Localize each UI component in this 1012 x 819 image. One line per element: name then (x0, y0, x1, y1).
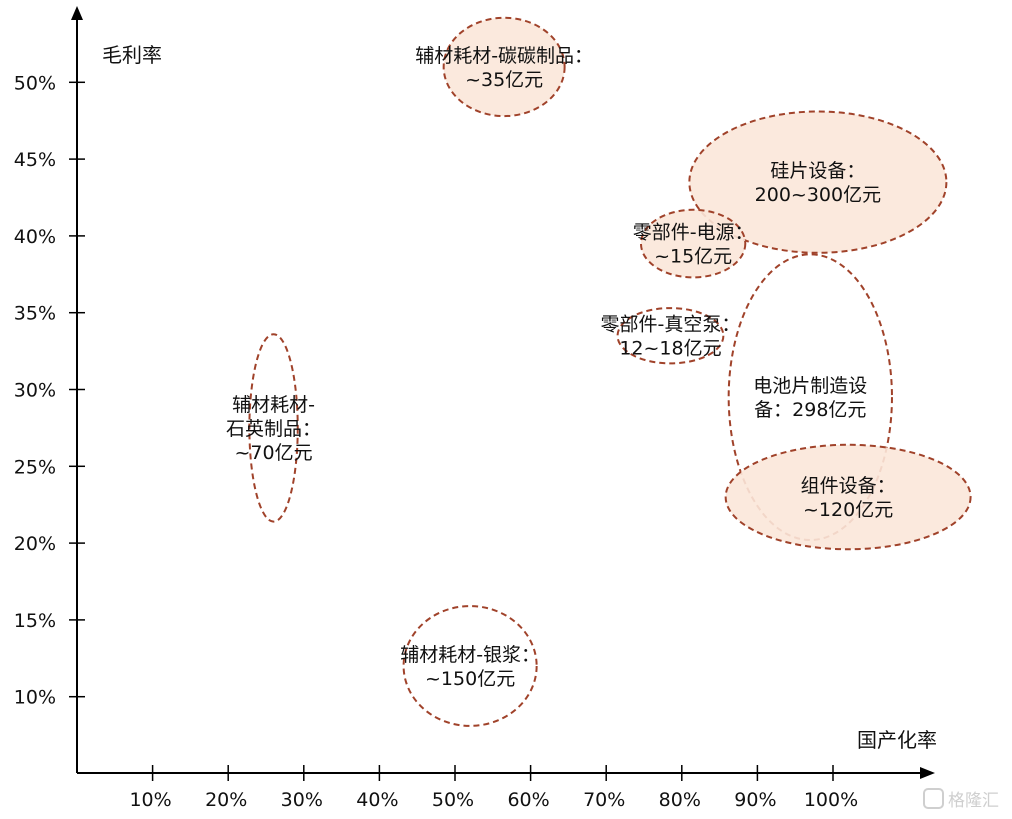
bubble-label-1: 辅材耗材-碳碳制品： (415, 45, 593, 67)
x-axis-arrow-icon (920, 767, 935, 779)
bubble-label-6: 组件设备： (801, 475, 896, 497)
y-tick-label: 10% (14, 687, 56, 709)
bubble-label-7: 辅材耗材- (232, 394, 315, 416)
bubble-4 (616, 307, 725, 365)
bubble-7 (248, 333, 299, 523)
watermark-text: 格隆汇 (948, 791, 999, 811)
x-tick-label: 100% (804, 789, 858, 811)
y-tick-label: 40% (14, 226, 56, 248)
bubble-label-7: ~70亿元 (235, 442, 313, 464)
bubble-label-3: ~15亿元 (654, 246, 732, 268)
bubble-6 (724, 443, 972, 551)
x-tick-label: 90% (734, 789, 776, 811)
bubbles (248, 16, 972, 727)
bubble-label-5: 备：298亿元 (754, 399, 866, 421)
y-tick-label: 15% (14, 610, 56, 632)
bubble-label-3: 零部件-电源： (633, 222, 754, 244)
y-axis-arrow-icon (71, 6, 83, 20)
watermark-logo-icon (923, 788, 944, 809)
y-axis-title: 毛利率 (102, 43, 162, 67)
x-tick-label: 10% (129, 789, 171, 811)
bubble-label-5: 电池片制造设 (753, 375, 867, 397)
bubble-labels: 辅材耗材-碳碳制品：~35亿元硅片设备：200~300亿元零部件-电源：~15亿… (226, 45, 896, 690)
watermark: 格隆汇 (923, 788, 999, 811)
x-tick-label: 50% (432, 789, 474, 811)
x-tick-label: 30% (281, 789, 323, 811)
y-tick-label: 30% (14, 380, 56, 402)
bubble-label-1: ~35亿元 (465, 69, 543, 91)
x-axis-title: 国产化率 (857, 728, 937, 752)
bubble-label-2: 硅片设备： (770, 160, 865, 182)
bubble-3 (639, 208, 747, 279)
y-tick-label: 20% (14, 533, 56, 555)
bubble-label-7: 石英制品： (226, 418, 321, 440)
bubble-8 (402, 605, 538, 727)
x-tick-label: 40% (356, 789, 398, 811)
bubble-2 (688, 110, 948, 254)
y-tick-label: 35% (14, 303, 56, 325)
x-tick-label: 80% (659, 789, 701, 811)
bubble-label-6: ~120亿元 (803, 499, 893, 521)
bubble-label-2: 200~300亿元 (755, 184, 881, 206)
bubble-label-8: ~150亿元 (425, 668, 515, 690)
bubble-5 (727, 253, 893, 542)
x-tick-label: 70% (583, 789, 625, 811)
x-tick-label: 60% (507, 789, 549, 811)
bubble-1 (442, 16, 566, 118)
axes: 10% 15% 20% 25% 30% 35% 40% 45% 50% 10% 20% 30% 40% 5… (14, 6, 935, 811)
bubble-label-4: 12~18亿元 (619, 338, 721, 360)
y-tick-label: 50% (14, 72, 56, 94)
bubble-label-4: 零部件-真空泵： (601, 314, 741, 336)
x-tick-label: 20% (205, 789, 247, 811)
y-tick-label: 25% (14, 456, 56, 478)
y-tick-label: 45% (14, 149, 56, 171)
bubble-label-8: 辅材耗材-银浆： (400, 644, 540, 666)
